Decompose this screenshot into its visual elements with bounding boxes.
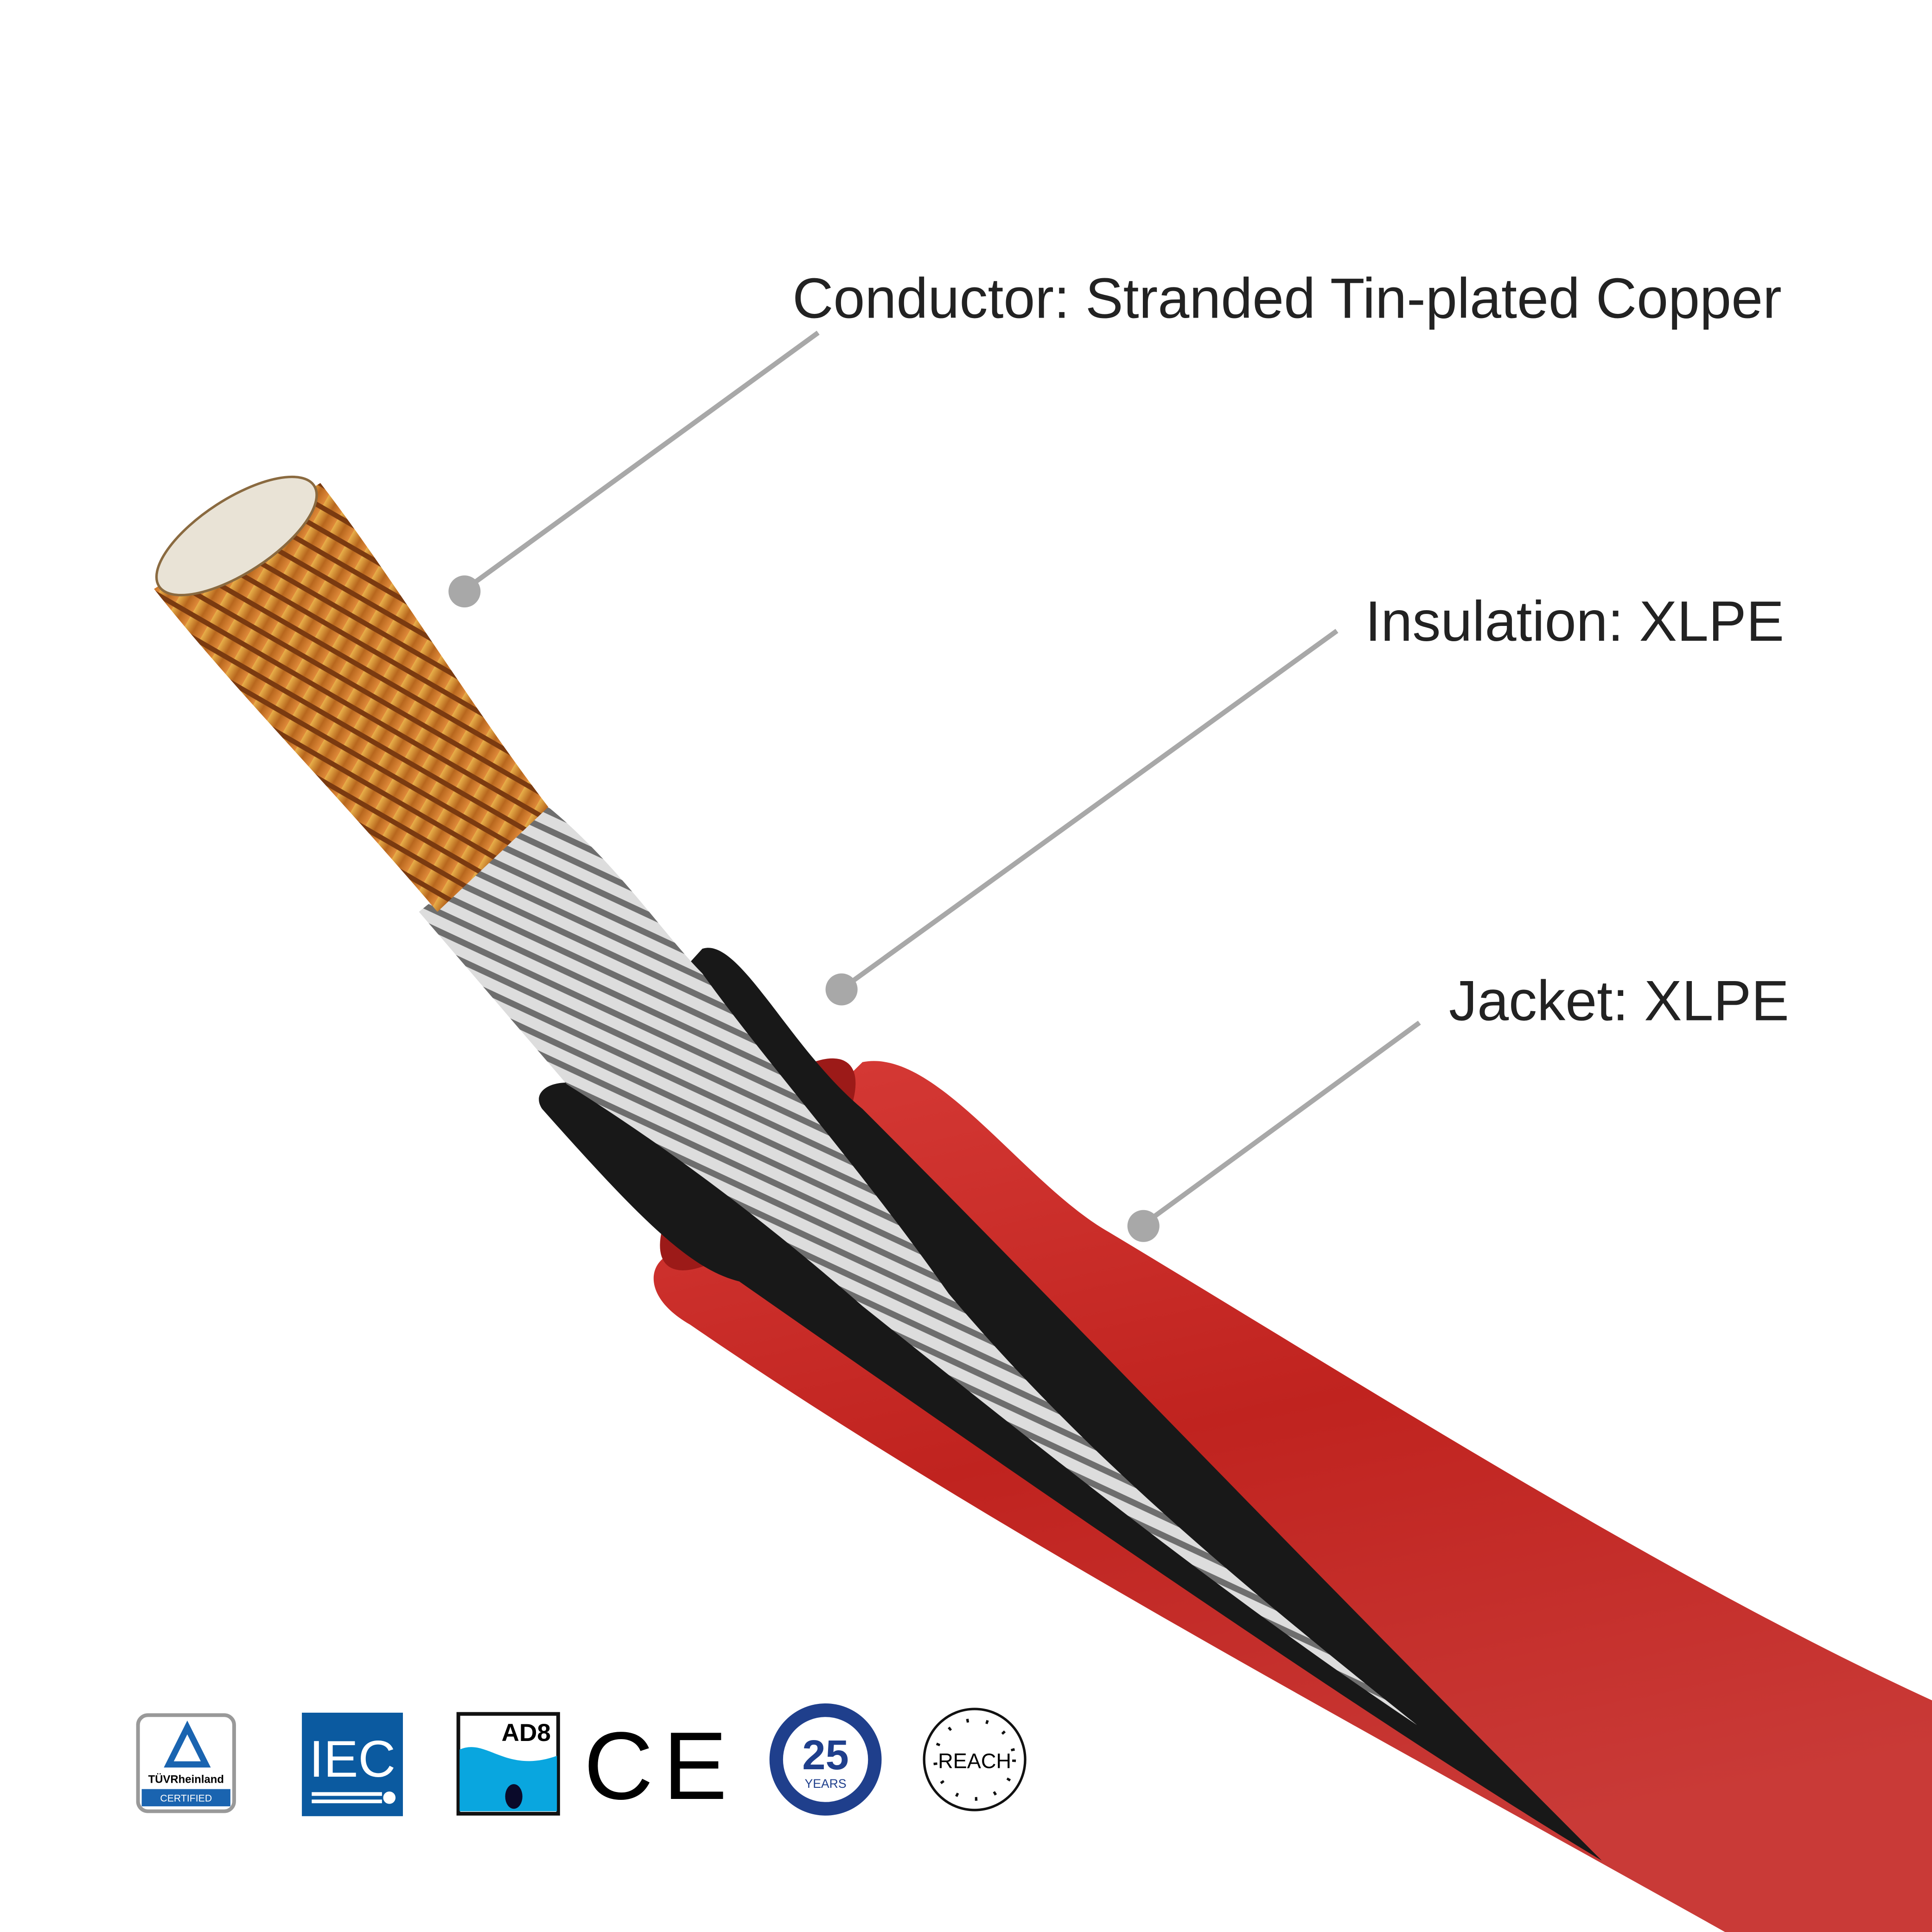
warranty-unit: YEARS (805, 1777, 847, 1791)
callout-jacket: Jacket: XLPE (1449, 969, 1789, 1032)
ad8-name: AD8 (502, 1719, 551, 1747)
leader-conductor (448, 331, 820, 608)
tuv-logo: TÜVRheinland CERTIFIED (136, 1713, 236, 1813)
warranty-25-years-logo: 25 YEARS (769, 1703, 882, 1816)
iec-logo: IEC (302, 1712, 403, 1817)
conductor-end (155, 475, 318, 597)
reach-name: REACH (938, 1749, 1011, 1773)
leader-insulation (825, 629, 1339, 1006)
conductor-copper (154, 483, 548, 912)
ce-logo: CE (584, 1712, 737, 1819)
leader-jacket (1127, 1020, 1421, 1242)
tuv-name: TÜVRheinland (148, 1773, 224, 1785)
iec-name: IEC (309, 1730, 395, 1788)
ad8-logo: AD8 (456, 1712, 560, 1816)
warranty-number: 25 (802, 1732, 849, 1779)
tuv-sub: CERTIFIED (160, 1792, 212, 1804)
ce-name: CE (584, 1712, 737, 1819)
callout-conductor: Conductor: Stranded Tin-plated Copper (792, 267, 1782, 330)
callout-insulation: Insulation: XLPE (1365, 589, 1784, 653)
reach-logo: REACH (923, 1708, 1027, 1811)
conductor-tinned (419, 807, 1417, 1725)
